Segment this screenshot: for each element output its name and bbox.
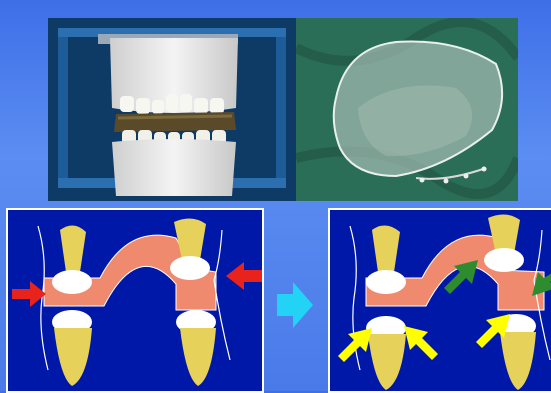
splint-photo bbox=[296, 18, 518, 201]
splint-diagram-after-graphic bbox=[330, 210, 551, 391]
articulator-photo bbox=[48, 18, 298, 201]
articulator-photo-graphic bbox=[48, 18, 298, 201]
transition-arrow-graphic bbox=[275, 280, 315, 330]
splint-diagram-after bbox=[328, 208, 551, 393]
splint-photo-graphic bbox=[296, 18, 518, 201]
splint-diagram-before-graphic bbox=[8, 210, 262, 391]
splint-diagram-before bbox=[6, 208, 264, 393]
transition-arrow-icon bbox=[275, 280, 315, 330]
